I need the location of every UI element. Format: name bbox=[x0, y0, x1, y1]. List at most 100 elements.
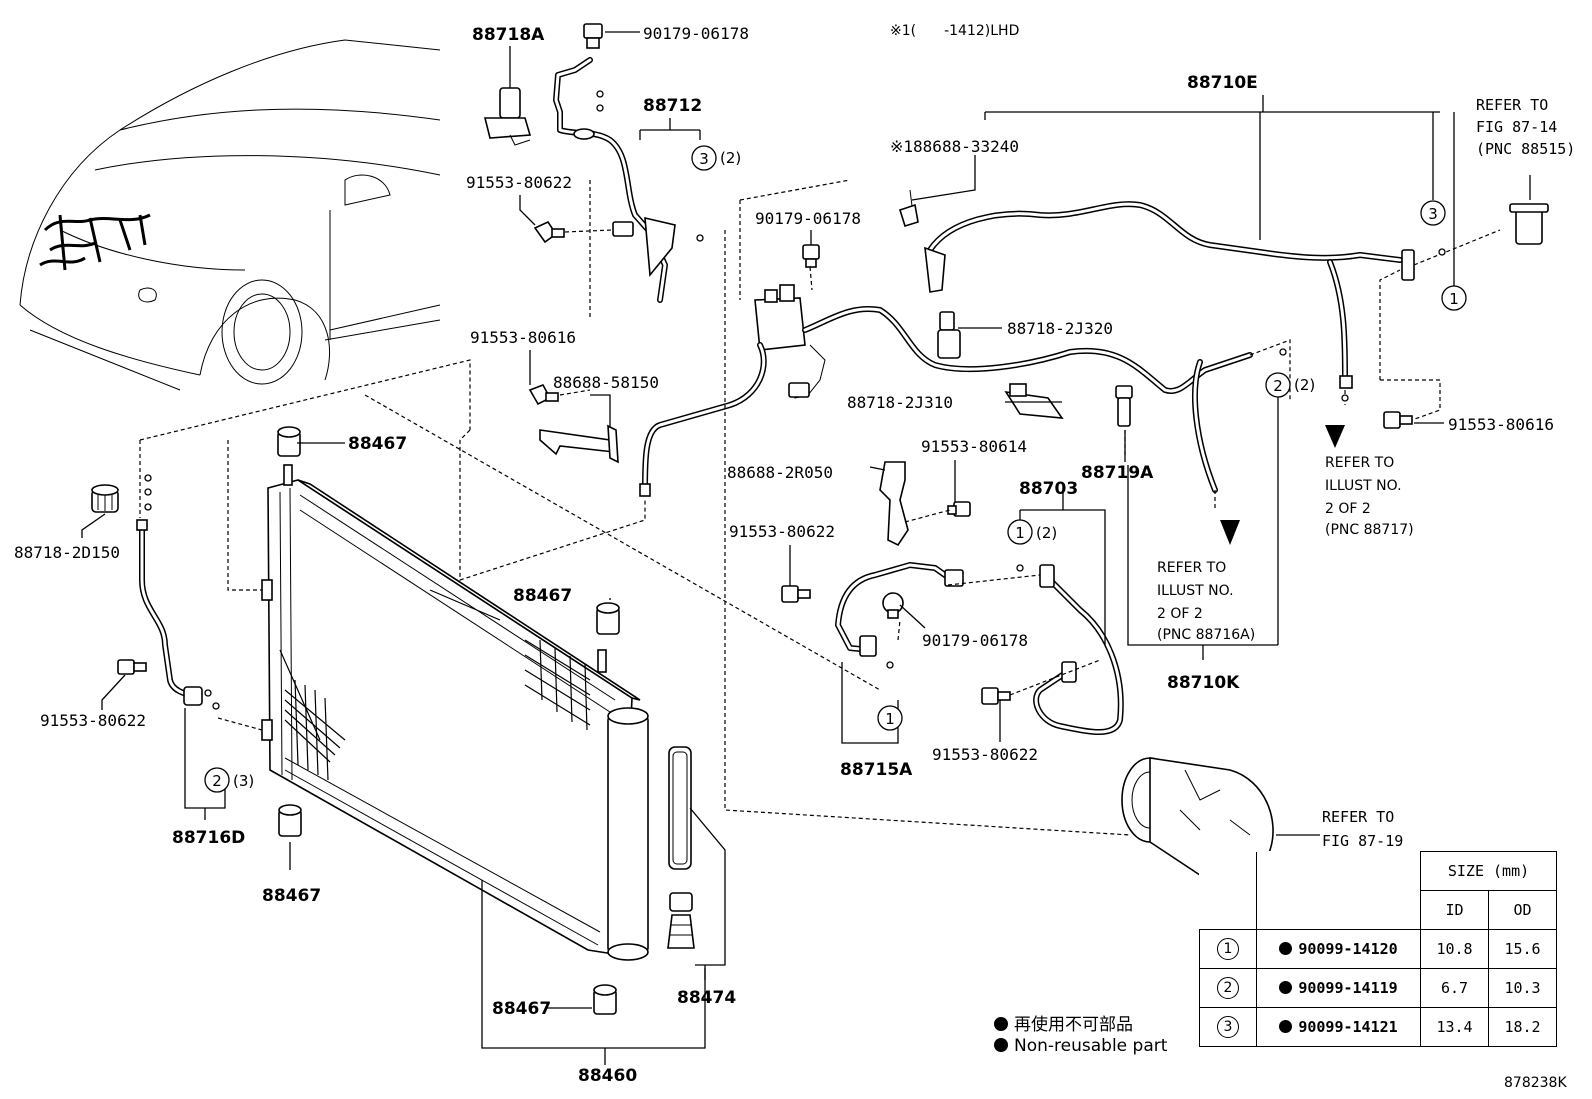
label-88688-2R050: 88688-2R050 bbox=[727, 463, 833, 482]
table-row: 1 90099-14120 10.8 15.6 bbox=[1199, 929, 1557, 969]
expansion-valve-88515 bbox=[1509, 203, 1549, 245]
label-88718-2D150: 88718-2D150 bbox=[14, 543, 120, 562]
non-reusable-dot-icon bbox=[1279, 942, 1293, 955]
bolt-91553-80616-left bbox=[528, 384, 559, 406]
filter-88474 bbox=[667, 746, 695, 949]
sensor-88718A bbox=[483, 87, 532, 146]
clip-88718-2J310 bbox=[1004, 383, 1064, 419]
bracket-88688-58150 bbox=[539, 424, 619, 464]
svg-text:(PNC 88717): (PNC 88717) bbox=[1325, 522, 1414, 538]
row-part-number: 90099-14119 bbox=[1298, 979, 1398, 997]
label-88710E: 88710E bbox=[1187, 73, 1258, 93]
row-id: 13.4 bbox=[1420, 1007, 1489, 1047]
part-labels: 88718A 90179-06178 88712 (2) 91553-80622… bbox=[14, 24, 1554, 1086]
condenser-88460 bbox=[261, 464, 649, 961]
label-91553-80622-d: 91553-80622 bbox=[40, 711, 146, 730]
pipe-88703 bbox=[1033, 564, 1124, 736]
label-88712: 88712 bbox=[643, 96, 702, 116]
row-id: 6.7 bbox=[1420, 968, 1489, 1008]
svg-text:1: 1 bbox=[1449, 290, 1459, 308]
marker-1-right: 1 bbox=[1441, 285, 1467, 311]
nut-90179-06178-top bbox=[583, 23, 603, 49]
legend-en: Non-reusable part bbox=[994, 1036, 1167, 1056]
row-index: 3 bbox=[1217, 1016, 1239, 1038]
non-reusable-dot-icon bbox=[1279, 981, 1293, 994]
svg-text:REFER TO: REFER TO bbox=[1322, 808, 1394, 826]
switch-88719A bbox=[1115, 385, 1133, 427]
label-88716D: 88716D bbox=[172, 828, 245, 848]
label-88703: 88703 bbox=[1019, 479, 1078, 499]
row-index: 1 bbox=[1217, 938, 1239, 960]
pipe-88716D bbox=[136, 519, 203, 706]
dashed-lines bbox=[139, 179, 1501, 836]
table-header-od: OD bbox=[1488, 890, 1557, 930]
o-ring-size-table: SIZE (mm) ID OD 1 90099-14120 10.8 15.6 … bbox=[1199, 851, 1557, 1047]
row-od: 18.2 bbox=[1488, 1007, 1557, 1047]
pipe-88712 bbox=[553, 57, 676, 303]
arrows bbox=[1220, 425, 1345, 545]
bracket-88688-33240 bbox=[899, 189, 919, 227]
bolt-91553-80614 bbox=[947, 501, 971, 517]
bolt-91553-80616-right bbox=[1383, 411, 1413, 429]
condenser-grid bbox=[279, 589, 591, 781]
row-index: 2 bbox=[1217, 977, 1239, 999]
svg-text:2 OF 2: 2 OF 2 bbox=[1325, 501, 1371, 517]
row-id: 10.8 bbox=[1420, 929, 1489, 969]
table-blank bbox=[1256, 851, 1421, 930]
table-header-id: ID bbox=[1420, 890, 1489, 930]
qty-88703: (2) bbox=[1036, 524, 1057, 542]
label-88460: 88460 bbox=[578, 1066, 637, 1086]
svg-text:3: 3 bbox=[699, 150, 709, 168]
lhd-note: ※1( -1412)LHD bbox=[890, 23, 1020, 39]
label-88719A: 88719A bbox=[1081, 463, 1154, 483]
nut-90179-06178-low bbox=[882, 592, 904, 619]
marker-2-left: 2 bbox=[204, 767, 230, 793]
marker-3-top: 3 bbox=[691, 145, 717, 171]
bolt-91553-80622-mid bbox=[781, 585, 811, 603]
svg-text:FIG 87-14: FIG 87-14 bbox=[1476, 118, 1557, 136]
label-88467-left: 88467 bbox=[262, 886, 321, 906]
label-91553-80614: 91553-80614 bbox=[921, 437, 1027, 456]
row-od: 15.6 bbox=[1488, 929, 1557, 969]
qty-88712: (2) bbox=[720, 149, 741, 167]
svg-text:REFER TO: REFER TO bbox=[1476, 96, 1548, 114]
ref-fig-87-14: REFER TO FIG 87-14 (PNC 88515) bbox=[1476, 96, 1575, 158]
bolt-91553-80622-top bbox=[533, 220, 565, 244]
marker-2-right: 2 bbox=[1265, 372, 1291, 398]
legend-dot-icon bbox=[994, 1038, 1008, 1052]
label-88467-top: 88467 bbox=[348, 434, 407, 454]
label-90179-06178-mid: 90179-06178 bbox=[755, 209, 861, 228]
ref-pnc-88716A: REFER TO ILLUST NO. 2 OF 2 (PNC 88716A) bbox=[1157, 560, 1255, 643]
label-88715A: 88715A bbox=[840, 760, 913, 780]
ref-pnc-88717: REFER TO ILLUST NO. 2 OF 2 (PNC 88717) bbox=[1325, 455, 1414, 538]
svg-text:ILLUST NO.: ILLUST NO. bbox=[1325, 478, 1402, 494]
table-blank bbox=[1199, 851, 1257, 930]
nut-90179-06178-mid bbox=[802, 244, 820, 268]
label-91553-80616-a: 91553-80616 bbox=[470, 328, 576, 347]
svg-text:(PNC 88515): (PNC 88515) bbox=[1476, 140, 1575, 158]
label-88688-58150: 88688-58150 bbox=[553, 373, 659, 392]
marker-1-mid: 1 bbox=[1007, 519, 1033, 545]
label-88467-bottom: 88467 bbox=[492, 999, 551, 1019]
label-91553-80616-b: 91553-80616 bbox=[1448, 415, 1554, 434]
cap-88718-2D150 bbox=[91, 484, 119, 513]
cushion-88467-mid bbox=[596, 602, 620, 635]
pipe-88710E bbox=[924, 201, 1415, 389]
svg-text:REFER TO: REFER TO bbox=[1157, 560, 1226, 576]
bracket-88688-2R050 bbox=[879, 461, 909, 547]
valve-block bbox=[754, 284, 826, 399]
row-part-number: 90099-14120 bbox=[1298, 940, 1398, 958]
row-part-number: 90099-14121 bbox=[1298, 1018, 1398, 1036]
cushion-88467-bottom bbox=[593, 984, 617, 1015]
label-88474: 88474 bbox=[677, 988, 736, 1008]
car-illustration bbox=[19, 39, 441, 391]
svg-text:2 OF 2: 2 OF 2 bbox=[1157, 606, 1203, 622]
svg-text:FIG 87-19: FIG 87-19 bbox=[1322, 832, 1403, 850]
label-88718-2J310: 88718-2J310 bbox=[847, 393, 953, 412]
clip-88718-2J320 bbox=[937, 311, 961, 359]
pipe-mid bbox=[639, 306, 1253, 497]
figure-id: 878238K bbox=[1504, 1075, 1567, 1091]
label-90179-06178-top: 90179-06178 bbox=[643, 24, 749, 43]
legend-jp: 再使用不可部品 bbox=[994, 1010, 1133, 1035]
